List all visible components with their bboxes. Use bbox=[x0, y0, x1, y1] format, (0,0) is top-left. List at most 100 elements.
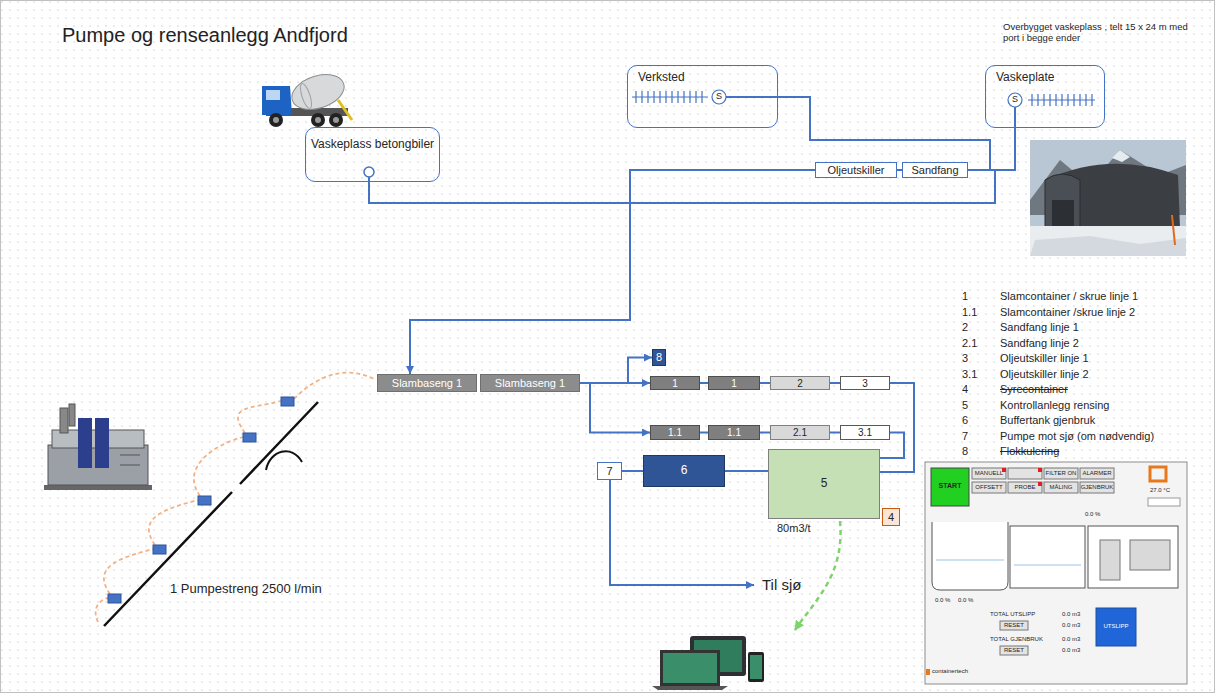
mixer-truck bbox=[315, 117, 321, 123]
node-text: Verksted bbox=[638, 71, 685, 84]
unit-box: 7 bbox=[597, 462, 622, 480]
callout-number: 4 bbox=[962, 383, 968, 396]
unit-box: 1.1 bbox=[650, 425, 700, 440]
control-panel-screenshot bbox=[972, 468, 1114, 493]
control-panel-screenshot bbox=[1008, 468, 1042, 479]
pump-unit bbox=[44, 485, 152, 490]
callout-number: 5 bbox=[962, 399, 968, 412]
screen-text: containertech bbox=[932, 668, 968, 675]
node-text: 7 bbox=[606, 465, 612, 477]
control-panel-screenshot bbox=[1038, 482, 1042, 486]
data-link-arrow bbox=[795, 521, 841, 630]
screen-text: 0.0 % bbox=[1085, 511, 1100, 518]
control-panel-screenshot bbox=[1014, 565, 1081, 566]
flow-line bbox=[580, 383, 650, 433]
node-text: 1.1 bbox=[727, 427, 741, 438]
pump-string bbox=[108, 594, 121, 603]
key-text: Buffertank gjenbruk bbox=[1000, 414, 1095, 427]
node-text: Slambaseng 1 bbox=[392, 377, 462, 389]
tent-photo bbox=[1112, 150, 1130, 162]
basin-box: Slambaseng 1 bbox=[480, 374, 580, 392]
unit-box: 1 bbox=[708, 376, 760, 390]
unit-box: 3 bbox=[840, 376, 890, 390]
node-text: Sandfang bbox=[911, 164, 958, 176]
pump-string bbox=[281, 397, 294, 406]
tent-photo bbox=[1172, 215, 1175, 245]
tent-photo bbox=[1030, 140, 1186, 256]
flow-line bbox=[725, 470, 768, 472]
control-panel-screenshot bbox=[1000, 646, 1028, 655]
area-box: Verksted bbox=[627, 65, 778, 128]
screen-text: GJENBRUK bbox=[1080, 484, 1114, 491]
tank-box: 6 bbox=[643, 455, 725, 487]
key-text: Syrecontainer bbox=[1000, 383, 1068, 396]
unit-box: 8 bbox=[652, 349, 666, 366]
callout-number: 1.1 bbox=[962, 306, 977, 319]
node-text: 8 bbox=[656, 351, 662, 363]
grate-symbol bbox=[1008, 93, 1022, 107]
grate-symbol bbox=[636, 91, 702, 103]
tent-photo bbox=[1045, 174, 1080, 228]
symbol-letter: S bbox=[712, 91, 726, 101]
devices bbox=[652, 636, 764, 690]
screen-text: START bbox=[931, 482, 969, 490]
area-box: Vaskeplate bbox=[985, 65, 1105, 128]
flow-line bbox=[580, 358, 652, 384]
tent-photo bbox=[1030, 140, 1186, 256]
drain-symbol bbox=[364, 167, 374, 177]
grate-symbol bbox=[632, 90, 1095, 128]
pump-string bbox=[194, 437, 243, 496]
node-text: 2.1 bbox=[793, 427, 807, 438]
key-text: Slamcontainer / skrue linje 1 bbox=[1000, 290, 1138, 303]
control-panel-screenshot bbox=[1002, 468, 1042, 486]
node-text: Vaskeplass betongbiler bbox=[311, 138, 434, 151]
pump-unit bbox=[69, 404, 75, 426]
screen-text: PROBE bbox=[1008, 484, 1042, 491]
process-box: Sandfang bbox=[902, 162, 968, 178]
flow-line bbox=[778, 97, 990, 170]
unit-box: 2 bbox=[770, 376, 830, 390]
mixer-truck bbox=[262, 86, 292, 115]
mixer-truck bbox=[262, 68, 352, 127]
pump-unit bbox=[120, 465, 140, 466]
grate-symbol bbox=[1014, 107, 1016, 128]
unit-box: 2.1 bbox=[770, 425, 830, 440]
symbol-letter: S bbox=[1008, 94, 1022, 104]
outlet-arrow bbox=[610, 480, 754, 585]
callout-number: 6 bbox=[962, 414, 968, 427]
control-panel-screenshot bbox=[932, 522, 1008, 590]
node-text: 3.1 bbox=[858, 427, 872, 438]
control-panel-screenshot bbox=[1100, 540, 1120, 580]
control-panel-screenshot bbox=[1088, 526, 1178, 588]
screen-text: UTSLIPP bbox=[1096, 623, 1136, 630]
control-panel-screenshot bbox=[1008, 482, 1042, 493]
node-text: 4 bbox=[888, 511, 894, 523]
node-text: 1 bbox=[672, 378, 678, 389]
devices bbox=[748, 652, 764, 682]
pump-string bbox=[96, 373, 376, 626]
pump-string bbox=[104, 549, 153, 594]
flow-line bbox=[760, 382, 770, 384]
control-panel-screenshot bbox=[972, 482, 1006, 493]
callout-number: 2.1 bbox=[962, 337, 977, 350]
callout-number: 1 bbox=[962, 290, 968, 303]
flow-line bbox=[410, 170, 815, 374]
grate-symbol bbox=[726, 96, 778, 98]
drain-symbol bbox=[364, 167, 374, 182]
key-text: Oljeutskiller linje 1 bbox=[1000, 352, 1089, 365]
pump-string-label: 1 Pumpestreng 2500 l/min bbox=[170, 582, 322, 597]
node-text: 6 bbox=[681, 464, 688, 477]
unit-box: 1.1 bbox=[708, 425, 760, 440]
flow-rate: 80m3/t bbox=[777, 522, 811, 535]
control-panel-screenshot bbox=[1150, 467, 1166, 481]
unit-box: 4 bbox=[882, 508, 900, 526]
control-panel-screenshot bbox=[1044, 482, 1078, 493]
control-panel-screenshot bbox=[1080, 468, 1114, 479]
pump-unit bbox=[44, 404, 152, 490]
flow-line bbox=[700, 432, 708, 434]
control-panel-screenshot bbox=[926, 669, 930, 675]
key-text: Kontrollanlegg rensing bbox=[1000, 399, 1109, 412]
data-link-arrow bbox=[795, 521, 841, 630]
node-text: Oljeutskiller bbox=[828, 164, 885, 176]
